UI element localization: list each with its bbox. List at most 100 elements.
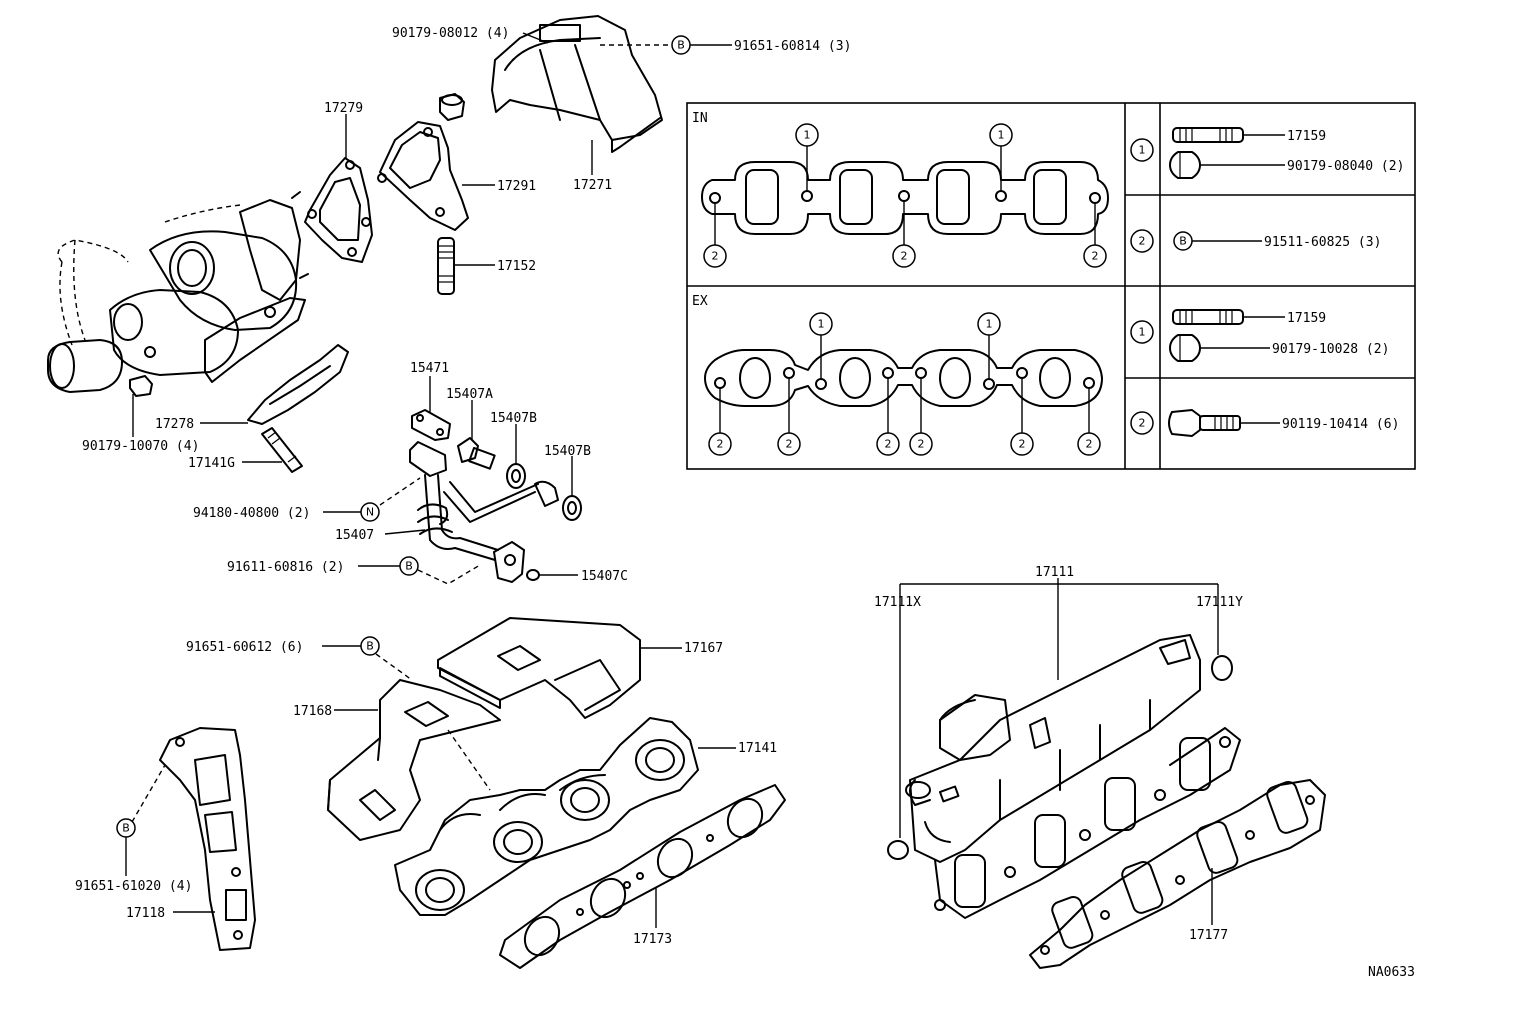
ex-callout-2a: 2	[708, 432, 732, 456]
in-callout-1a: 1	[795, 123, 819, 147]
union-bolt-15407A	[457, 437, 496, 470]
gasket-17279	[304, 157, 373, 263]
stud-icon	[1172, 309, 1244, 325]
nut-icon	[1169, 151, 1201, 179]
svg-text:2: 2	[1139, 235, 1146, 248]
ex-callout-2d: 2	[909, 432, 933, 456]
ex-callout-2f: 2	[1077, 432, 1101, 456]
gasket-17278	[247, 344, 349, 425]
in-row2-b-symbol: B	[1173, 231, 1193, 251]
callout-17168: 17168	[293, 704, 332, 719]
svg-text:B: B	[1179, 235, 1187, 248]
svg-text:2: 2	[918, 438, 925, 451]
callout-15407: 15407	[335, 528, 374, 543]
elbow-17291	[377, 121, 469, 231]
svg-text:1: 1	[804, 129, 811, 142]
svg-text:1: 1	[1139, 326, 1146, 339]
svg-text:2: 2	[1092, 250, 1099, 263]
svg-text:2: 2	[717, 438, 724, 451]
gasket-15471	[411, 409, 451, 441]
ex-callout-2c: 2	[876, 432, 900, 456]
row-marker-in-2: 2	[1130, 229, 1154, 253]
svg-text:2: 2	[1019, 438, 1026, 451]
row-marker-ex-1: 1	[1130, 320, 1154, 344]
in-callout-2c: 2	[1083, 244, 1107, 268]
svg-text:B: B	[122, 822, 130, 835]
ex-stud-label: 17159	[1287, 311, 1326, 326]
callout-17271: 17271	[573, 178, 612, 193]
nut-90179-08012	[439, 93, 465, 121]
ex-nut-label: 90179-10028 (2)	[1272, 342, 1389, 357]
callout-90179-10070: 90179-10070 (4)	[82, 439, 199, 454]
plug-17111Y	[1211, 655, 1233, 681]
callout-15407A: 15407A	[446, 387, 493, 402]
bolt-icon	[1168, 409, 1241, 437]
plug-17111X	[887, 840, 909, 860]
b-symbol-61020: B	[116, 818, 136, 838]
svg-text:1: 1	[1139, 144, 1146, 157]
svg-text:B: B	[677, 39, 685, 52]
fastener-table: IN EX 1 1 2 2 2	[686, 102, 1416, 470]
intake-manifold-17111	[905, 634, 1241, 919]
callout-17152: 17152	[497, 259, 536, 274]
callout-17173: 17173	[633, 932, 672, 947]
callout-17111Y: 17111Y	[1196, 595, 1243, 610]
callout-17291: 17291	[497, 179, 536, 194]
callout-17141: 17141	[738, 741, 777, 756]
ex-callout-1b: 1	[977, 312, 1001, 336]
svg-text:2: 2	[786, 438, 793, 451]
callout-91651-60814: 91651-60814 (3)	[734, 39, 851, 54]
diagram-id: NA0633	[1368, 965, 1415, 980]
callout-15407B-b: 15407B	[544, 444, 591, 459]
stud-icon	[1172, 127, 1244, 143]
exhaust-manifold-17141	[394, 717, 699, 916]
row-marker-ex-2: 2	[1130, 411, 1154, 435]
intake-gasket-17177	[1029, 779, 1326, 969]
nut-icon	[1169, 334, 1201, 362]
callout-90179-08012: 90179-08012 (4)	[392, 26, 509, 41]
oil-pipe-15407	[409, 441, 559, 583]
svg-text:1: 1	[818, 318, 825, 331]
callout-17278: 17278	[155, 417, 194, 432]
in-callout-1b: 1	[989, 123, 1013, 147]
callout-91611-60816: 91611-60816 (2)	[227, 560, 344, 575]
svg-text:2: 2	[885, 438, 892, 451]
in-nut-label: 90179-08040 (2)	[1287, 159, 1404, 174]
in-callout-2b: 2	[892, 244, 916, 268]
callout-94180-40800: 94180-40800 (2)	[193, 506, 310, 521]
svg-text:2: 2	[1139, 417, 1146, 430]
callout-17118: 17118	[126, 906, 165, 921]
callout-15471: 15471	[410, 361, 449, 376]
callout-91651-60612: 91651-60612 (6)	[186, 640, 303, 655]
ex-callout-2e: 2	[1010, 432, 1034, 456]
ex-bolt-label: 90119-10414 (6)	[1282, 417, 1399, 432]
ex-callout-1a: 1	[809, 312, 833, 336]
b-symbol-60816: B	[399, 556, 419, 576]
svg-text:1: 1	[986, 318, 993, 331]
n-symbol: N	[360, 502, 380, 522]
callout-15407B-a: 15407B	[490, 411, 537, 426]
b-symbol-60612: B	[360, 636, 380, 656]
stud-17152	[437, 237, 455, 295]
exhaust-gasket-drawing	[704, 335, 1103, 433]
washer-15407B-a	[506, 463, 526, 489]
callout-91651-61020: 91651-61020 (4)	[75, 879, 192, 894]
washer-15407B-b	[562, 495, 582, 521]
ex-callout-2b: 2	[777, 432, 801, 456]
svg-text:B: B	[366, 640, 374, 653]
callout-15407C: 15407C	[581, 569, 628, 584]
in-stud-label: 17159	[1287, 129, 1326, 144]
callout-17279: 17279	[324, 101, 363, 116]
svg-text:2: 2	[1086, 438, 1093, 451]
ex-label: EX	[692, 294, 708, 309]
svg-text:B: B	[405, 560, 413, 573]
in-row2-label: 91511-60825 (3)	[1264, 235, 1381, 250]
svg-text:N: N	[366, 506, 374, 519]
exhaust-gasket-17173	[499, 784, 786, 969]
callout-17111: 17111	[1035, 565, 1074, 580]
row-marker-in-1: 1	[1130, 138, 1154, 162]
in-callout-2a: 2	[703, 244, 727, 268]
svg-text:2: 2	[712, 250, 719, 263]
b-symbol-60814: B	[671, 35, 691, 55]
